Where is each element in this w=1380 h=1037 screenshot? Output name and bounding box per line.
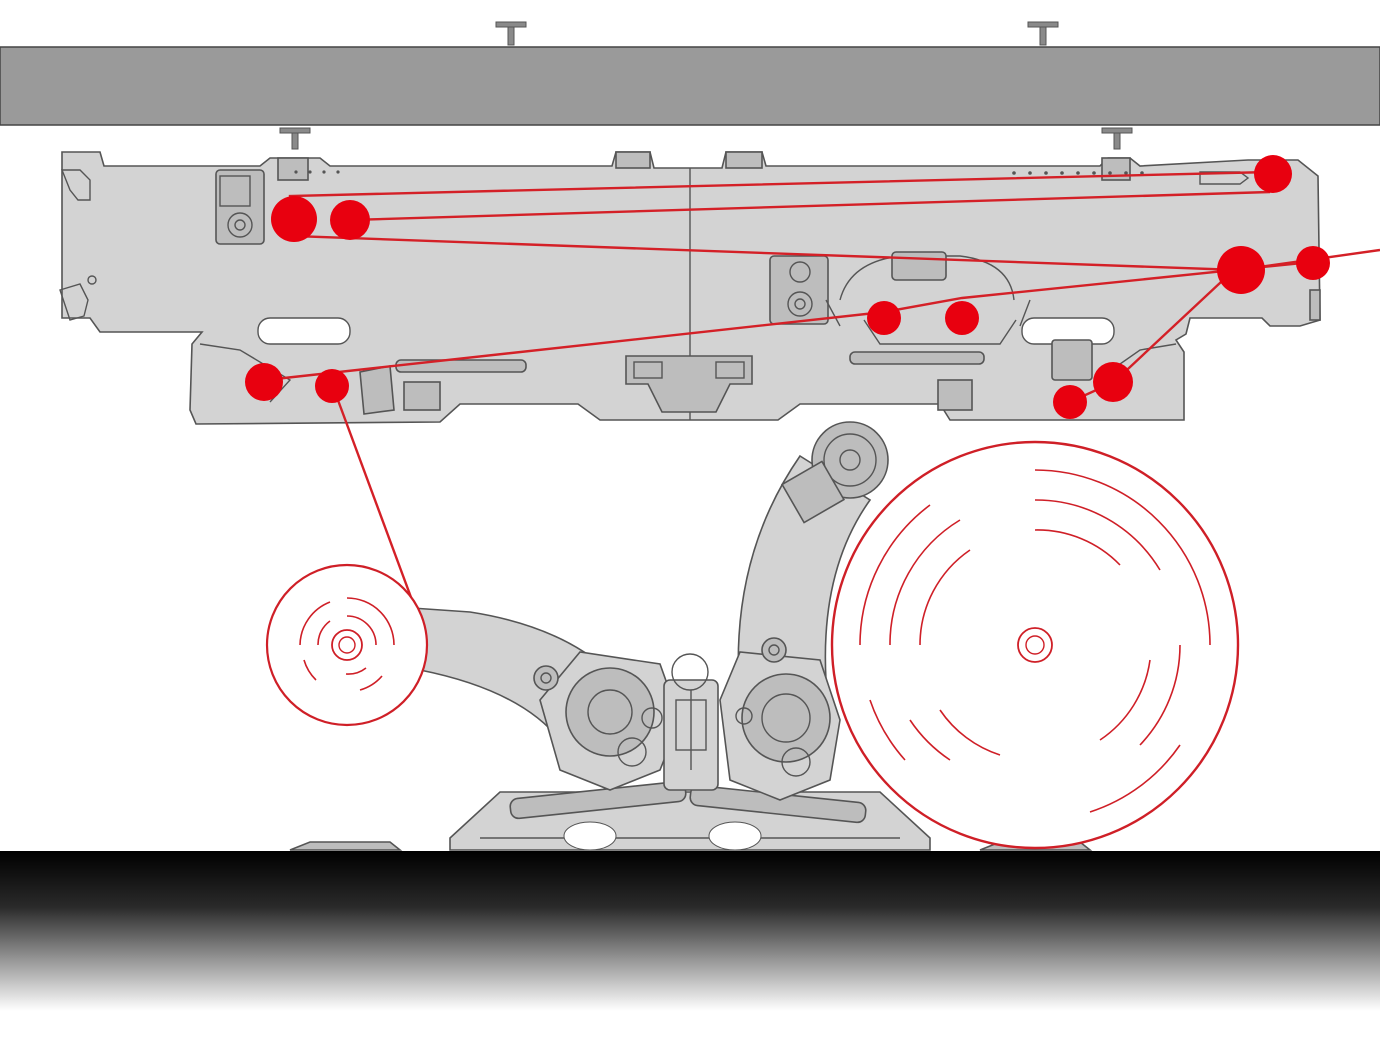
guide-rollers <box>245 155 1330 419</box>
guide-roller <box>330 200 370 240</box>
ceiling-hanger <box>495 21 1059 46</box>
overhead-beam <box>0 46 1380 126</box>
guide-roller <box>245 363 283 401</box>
rivet-row <box>294 170 1144 175</box>
guide-roller <box>1217 246 1265 294</box>
floor <box>0 851 1380 1011</box>
guide-roller <box>945 301 979 335</box>
guide-roller <box>1296 246 1330 280</box>
guide-roller <box>1053 385 1087 419</box>
rewind-reel <box>830 440 1240 850</box>
winder-station <box>289 421 1093 851</box>
guide-roller <box>1254 155 1292 193</box>
guide-roller <box>867 301 901 335</box>
guide-roller <box>315 369 349 403</box>
ceiling-hanger <box>279 127 1133 150</box>
guide-roller <box>1093 362 1133 402</box>
unwind-reel <box>265 563 429 727</box>
guide-roller <box>271 196 317 242</box>
